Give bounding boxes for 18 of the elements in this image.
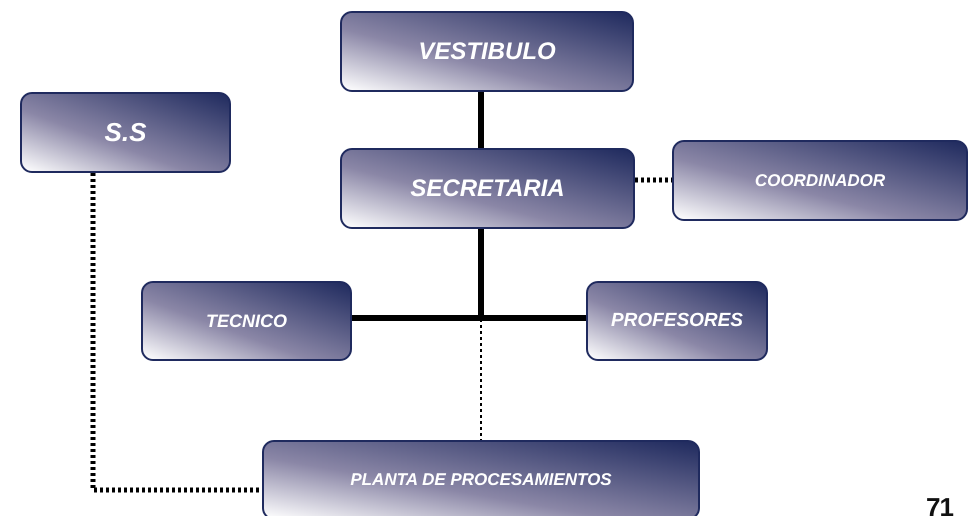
- connector-line: [635, 178, 672, 182]
- box-label: SECRETARIA: [410, 174, 565, 202]
- org-box: [340, 148, 635, 229]
- connector-line: [90, 173, 262, 492]
- box-label: PLANTA DE PROCESAMIENTOS: [350, 470, 612, 490]
- org-box: [340, 11, 634, 92]
- org-box: [672, 140, 968, 221]
- box-label: VESTIBULO: [418, 38, 556, 66]
- box-label: PROFESORES: [611, 310, 743, 332]
- connector-line: [478, 92, 484, 148]
- org-box: [586, 281, 768, 361]
- box-label: COORDINADOR: [754, 170, 886, 190]
- box-label: S.S: [104, 117, 146, 148]
- org-box: [141, 281, 352, 361]
- org-box: [20, 92, 231, 173]
- page-number: 71: [926, 492, 953, 516]
- box-label: TECNICO: [206, 310, 287, 332]
- org-box: [262, 440, 700, 516]
